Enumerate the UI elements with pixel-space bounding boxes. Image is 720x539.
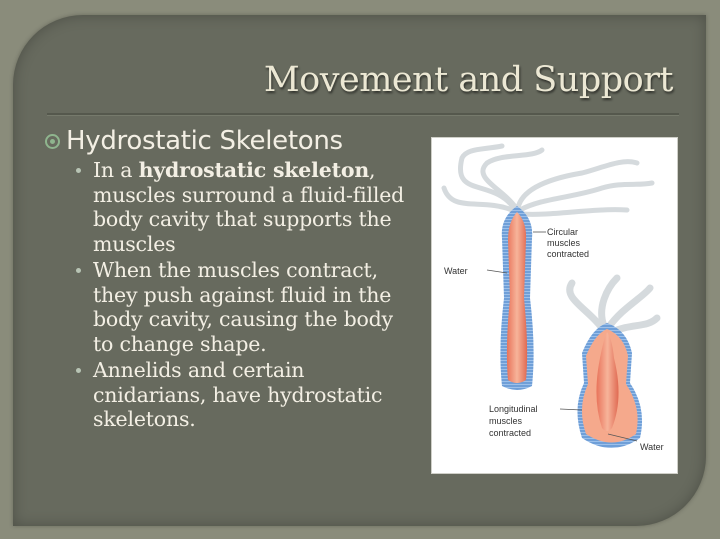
svg-text:muscles: muscles — [489, 416, 523, 426]
svg-text:contracted: contracted — [489, 428, 531, 438]
dot-bullet-icon — [76, 168, 81, 173]
label-water-bottom: Water — [640, 442, 664, 452]
bullet-list: In a hydrostatic skeleton, muscles surro… — [45, 158, 415, 432]
circle-bullet-icon — [45, 133, 60, 149]
heading-bullet: Hydrostatic Skeletons — [45, 124, 415, 158]
dot-bullet-icon — [76, 268, 81, 273]
slide-title: Movement and Support — [263, 60, 674, 100]
dot-bullet-icon — [76, 368, 81, 373]
svg-text:contracted: contracted — [547, 249, 589, 259]
bold-term: hydrostatic skeleton — [138, 158, 370, 182]
tentacles-icon — [441, 143, 655, 217]
section-heading: Hydrostatic Skeletons — [66, 126, 343, 156]
label-water-top: Water — [444, 266, 468, 276]
svg-text:muscles: muscles — [547, 238, 581, 248]
bullet-item: When the muscles contract, they push aga… — [73, 258, 415, 356]
tentacles-icon — [566, 274, 661, 336]
label-longitudinal: Longitudinal — [489, 404, 538, 414]
hydra-diagram: Circular muscles contracted Water Longit… — [431, 137, 678, 474]
bullet-item: Annelids and certain cnidarians, have hy… — [73, 358, 415, 432]
title-divider — [47, 113, 679, 116]
bullet-item: In a hydrostatic skeleton, muscles surro… — [73, 158, 415, 256]
label-circular: Circular — [547, 227, 578, 237]
slide-content: Hydrostatic Skeletons In a hydrostatic s… — [45, 124, 415, 434]
hydra-illustration: Circular muscles contracted Water Longit… — [441, 143, 664, 452]
